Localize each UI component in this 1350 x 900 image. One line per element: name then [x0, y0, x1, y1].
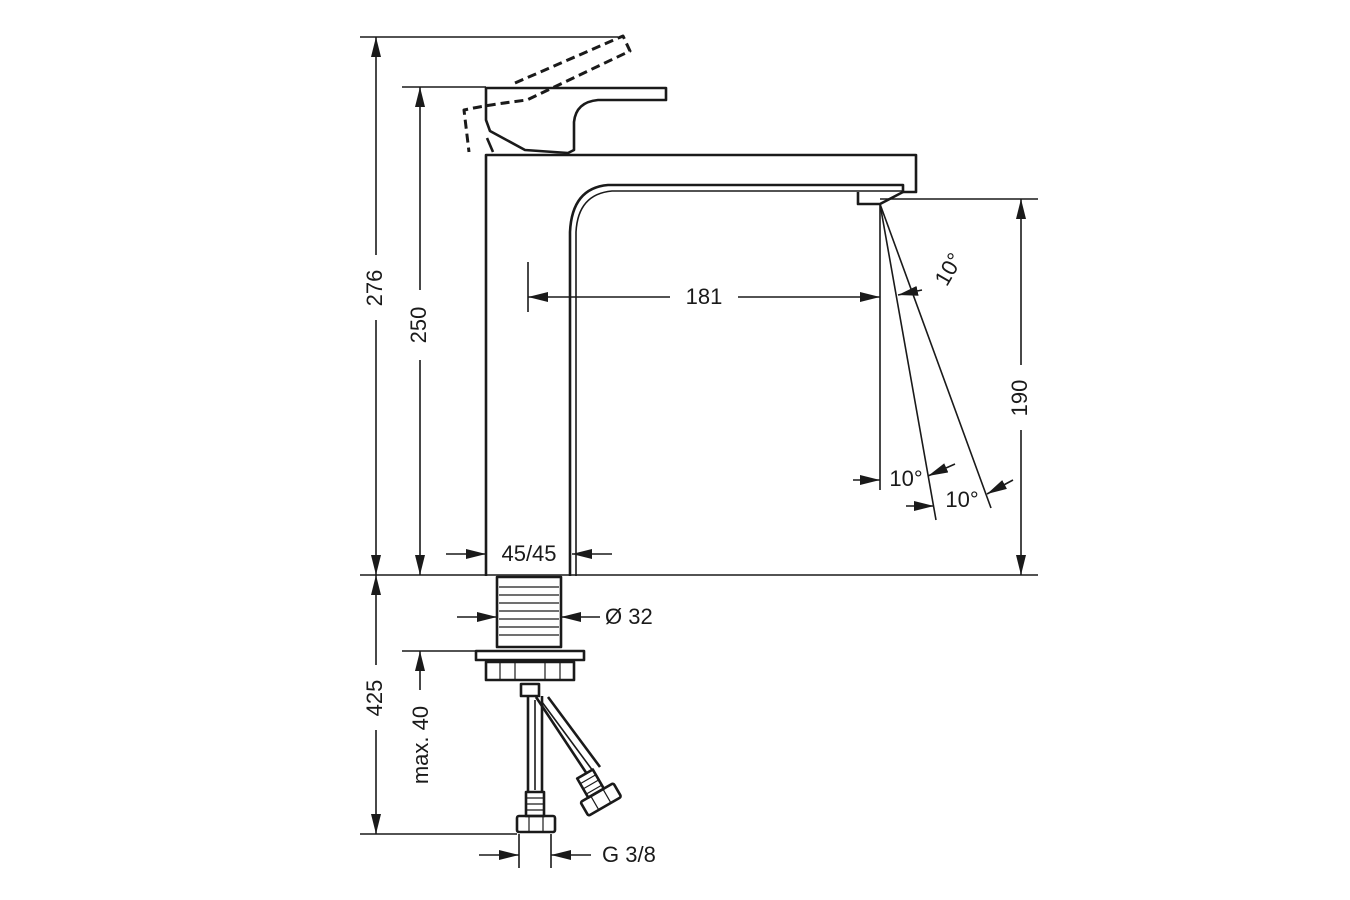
dimension-labels: 276 250 181 190 10° 10° 10° 45/45 Ø 32 4… — [362, 248, 1032, 866]
label-45-45: 45/45 — [501, 541, 556, 566]
label-181: 181 — [686, 284, 723, 309]
hose-connector-right — [575, 768, 622, 817]
supply-hoses — [526, 696, 602, 792]
label-max-40: max. 40 — [408, 706, 433, 784]
aerator — [856, 190, 904, 206]
label-angle-outer: 10° — [945, 487, 978, 512]
label-276: 276 — [362, 270, 387, 307]
hose-connector-left — [515, 790, 557, 834]
label-190: 190 — [1007, 380, 1032, 417]
label-g-3-8: G 3/8 — [602, 842, 656, 867]
label-425: 425 — [362, 680, 387, 717]
faucet-body — [484, 153, 918, 576]
lever-handle — [484, 86, 668, 155]
label-250: 250 — [406, 307, 431, 344]
label-angle-inner: 10° — [889, 466, 922, 491]
lever-handle-open-dashed — [462, 34, 632, 153]
threaded-shank — [495, 575, 563, 649]
mounting-nut — [474, 649, 586, 698]
faucet-outline — [462, 34, 918, 834]
label-angle-top: 10° — [929, 248, 967, 289]
label-diameter-32: Ø 32 — [605, 604, 653, 629]
extension-lines — [360, 36, 1038, 868]
dimension-lines — [371, 37, 1026, 860]
